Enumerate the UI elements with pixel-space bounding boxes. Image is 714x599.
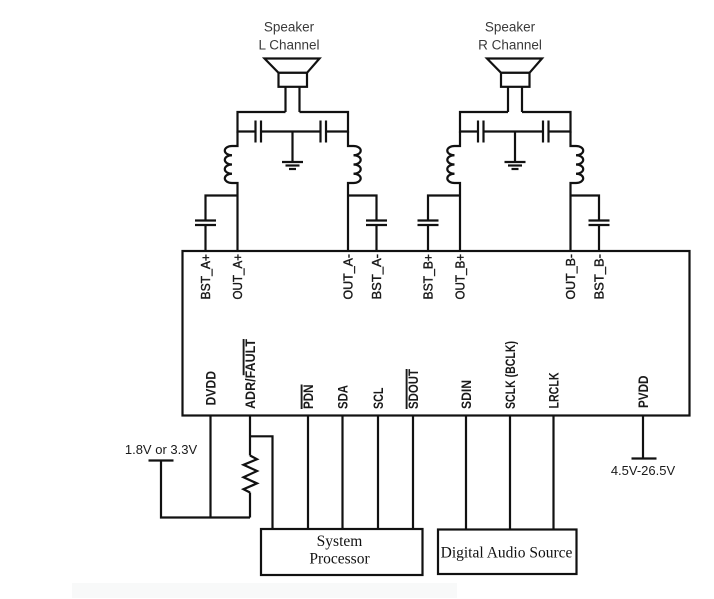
svg-text:LRCLK: LRCLK (546, 373, 562, 409)
svg-text:OUT_B-: OUT_B- (564, 254, 578, 300)
svg-text:BST_A-: BST_A- (370, 254, 384, 300)
svg-text:OUT_A+: OUT_A+ (231, 254, 245, 300)
svg-text:System: System (317, 533, 363, 550)
svg-text:OUT_B+: OUT_B+ (454, 254, 468, 300)
svg-text:BST_B+: BST_B+ (422, 254, 436, 300)
svg-text:DVDD: DVDD (203, 371, 219, 406)
svg-text:PDN: PDN (300, 385, 316, 410)
svg-text:PVDD: PVDD (635, 376, 651, 409)
svg-text:R Channel: R Channel (478, 37, 542, 52)
svg-text:SDOUT: SDOUT (405, 369, 421, 409)
svg-text:Processor: Processor (309, 551, 370, 568)
svg-text:1.8V or 3.3V: 1.8V or 3.3V (125, 442, 198, 457)
svg-text:Digital Audio Source: Digital Audio Source (441, 545, 573, 562)
svg-text:BST_B-: BST_B- (593, 254, 607, 300)
svg-text:ADR/FAULT: ADR/FAULT (242, 339, 258, 409)
svg-text:BST_A+: BST_A+ (199, 254, 213, 300)
svg-text:Speaker: Speaker (264, 20, 315, 35)
svg-text:OUT_A-: OUT_A- (342, 254, 356, 300)
svg-text:SCL: SCL (370, 387, 386, 409)
svg-text:Speaker: Speaker (485, 20, 536, 35)
svg-text:4.5V-26.5V: 4.5V-26.5V (611, 463, 676, 478)
svg-text:SCLK (BCLK): SCLK (BCLK) (502, 341, 518, 409)
svg-text:L Channel: L Channel (258, 37, 319, 52)
svg-text:SDA: SDA (335, 385, 351, 409)
svg-text:SDIN: SDIN (458, 380, 474, 409)
